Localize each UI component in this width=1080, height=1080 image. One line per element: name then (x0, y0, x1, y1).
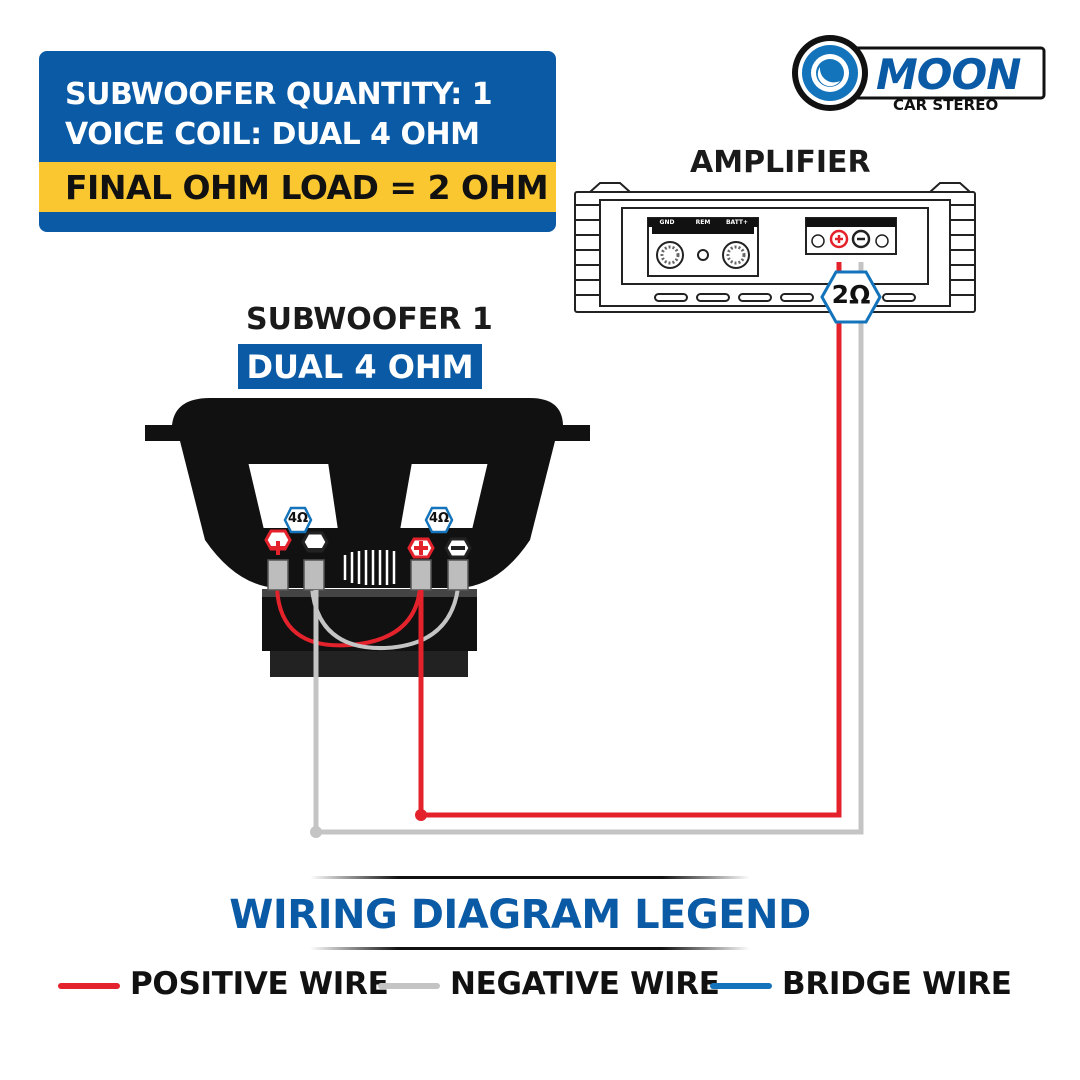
subwoofer-quantity-text: SUBWOOFER QUANTITY: 1 (65, 77, 493, 112)
logo-tagline: CAR STEREO (893, 96, 999, 114)
coil1-impedance-badge (283, 506, 313, 534)
sub-terminals (264, 506, 472, 591)
moon-logo (792, 35, 1046, 111)
speaker-label: SPEAKER (835, 209, 867, 216)
negative-wire-swatch (378, 983, 440, 989)
amp-load-text: 2Ω (831, 280, 871, 309)
wiring-diagram (145, 182, 976, 838)
logo-name: MOON (876, 50, 1021, 99)
final-ohm-load-banner: FINAL OHM LOAD = 2 OHM (39, 162, 556, 212)
negative-wire (313, 262, 864, 835)
negative-junction-dot (310, 826, 322, 838)
rem-label: REM (695, 219, 711, 226)
positive-wire (418, 262, 842, 818)
power-terminal-block (647, 217, 759, 277)
subwoofer-speaker (145, 398, 590, 677)
batt-label: BATT+ (725, 219, 749, 226)
legend-title: WIRING DIAGRAM LEGEND (229, 892, 811, 938)
subwoofer-impedance-text: DUAL 4 OHM (246, 348, 474, 386)
voice-coil-text: VOICE COIL: DUAL 4 OHM (65, 117, 480, 152)
positive-wire-swatch (58, 983, 120, 989)
subwoofer-title: SUBWOOFER 1 (246, 302, 493, 337)
coil2-load-text: 4Ω (428, 511, 450, 526)
legend-top-rule (310, 876, 750, 879)
info-box: SUBWOOFER QUANTITY: 1 VOICE COIL: DUAL 4… (39, 51, 556, 232)
jumper-negative-wire (310, 587, 460, 651)
subwoofer-impedance-badge: DUAL 4 OHM (238, 344, 482, 389)
amplifier-title: AMPLIFIER (690, 145, 871, 180)
positive-junction-dot (415, 809, 427, 821)
negative-wire-label: NEGATIVE WIRE (450, 966, 720, 1002)
gnd-label: GND (659, 219, 675, 226)
coil1-load-text: 4Ω (287, 511, 309, 526)
power-label: POWER (692, 210, 718, 217)
final-ohm-load-text: FINAL OHM LOAD = 2 OHM (65, 168, 549, 207)
legend-bottom-rule (310, 947, 750, 950)
bridge-wire-swatch (710, 983, 772, 989)
positive-wire-label: POSITIVE WIRE (130, 966, 389, 1002)
amplifier-unit (574, 182, 976, 313)
speaker-terminal-block (805, 217, 897, 255)
bridge-wire-label: BRIDGE WIRE (782, 966, 1012, 1002)
amp-load-badge (820, 270, 882, 324)
coil2-impedance-badge (424, 506, 454, 534)
